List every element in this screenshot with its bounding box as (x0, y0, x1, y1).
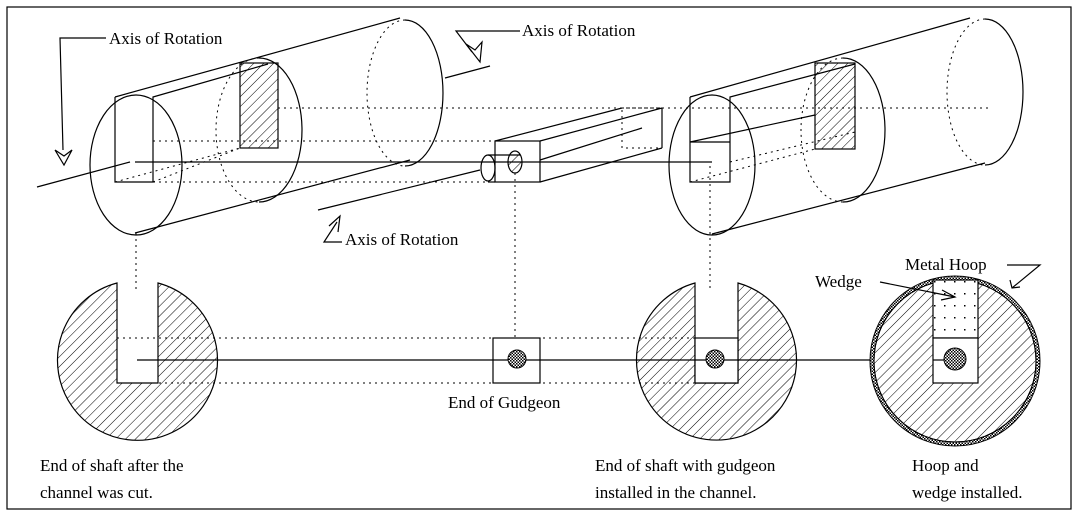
caption-right-line1: Hoop and (912, 456, 979, 475)
end-of-gudgeon-label: End of Gudgeon (448, 393, 561, 412)
shaft-end-cut (56, 282, 219, 441)
frame-border (6, 6, 1072, 510)
hatched-channel-section (814, 62, 856, 150)
shaft-end-with-gudgeon (635, 282, 798, 441)
caption-middle-line1: End of shaft with gudgeon (595, 456, 776, 475)
caption-left-line2: channel was cut. (40, 483, 153, 502)
shaft-end-hoop-wedge (869, 275, 1041, 447)
caption-right-line2: wedge installed. (912, 483, 1022, 502)
gudgeon-pin-end (507, 150, 523, 174)
caption-left-line1: End of shaft after the (40, 456, 184, 475)
gudgeon (480, 107, 663, 183)
metal-hoop-label: Metal Hoop (905, 255, 987, 274)
leader-arrows (54, 30, 1042, 301)
wedge-label: Wedge (815, 272, 862, 291)
caption-middle-line2: installed in the channel. (595, 483, 756, 502)
axis-label-top-middle: Axis of Rotation (522, 21, 636, 40)
axis-label-bottom: Axis of Rotation (345, 230, 459, 249)
axis-label-top-left: Axis of Rotation (109, 29, 223, 48)
gudgeon-end-view (492, 337, 541, 384)
hatched-channel-section (239, 62, 279, 149)
right-shaft-cylinder (668, 17, 1024, 236)
